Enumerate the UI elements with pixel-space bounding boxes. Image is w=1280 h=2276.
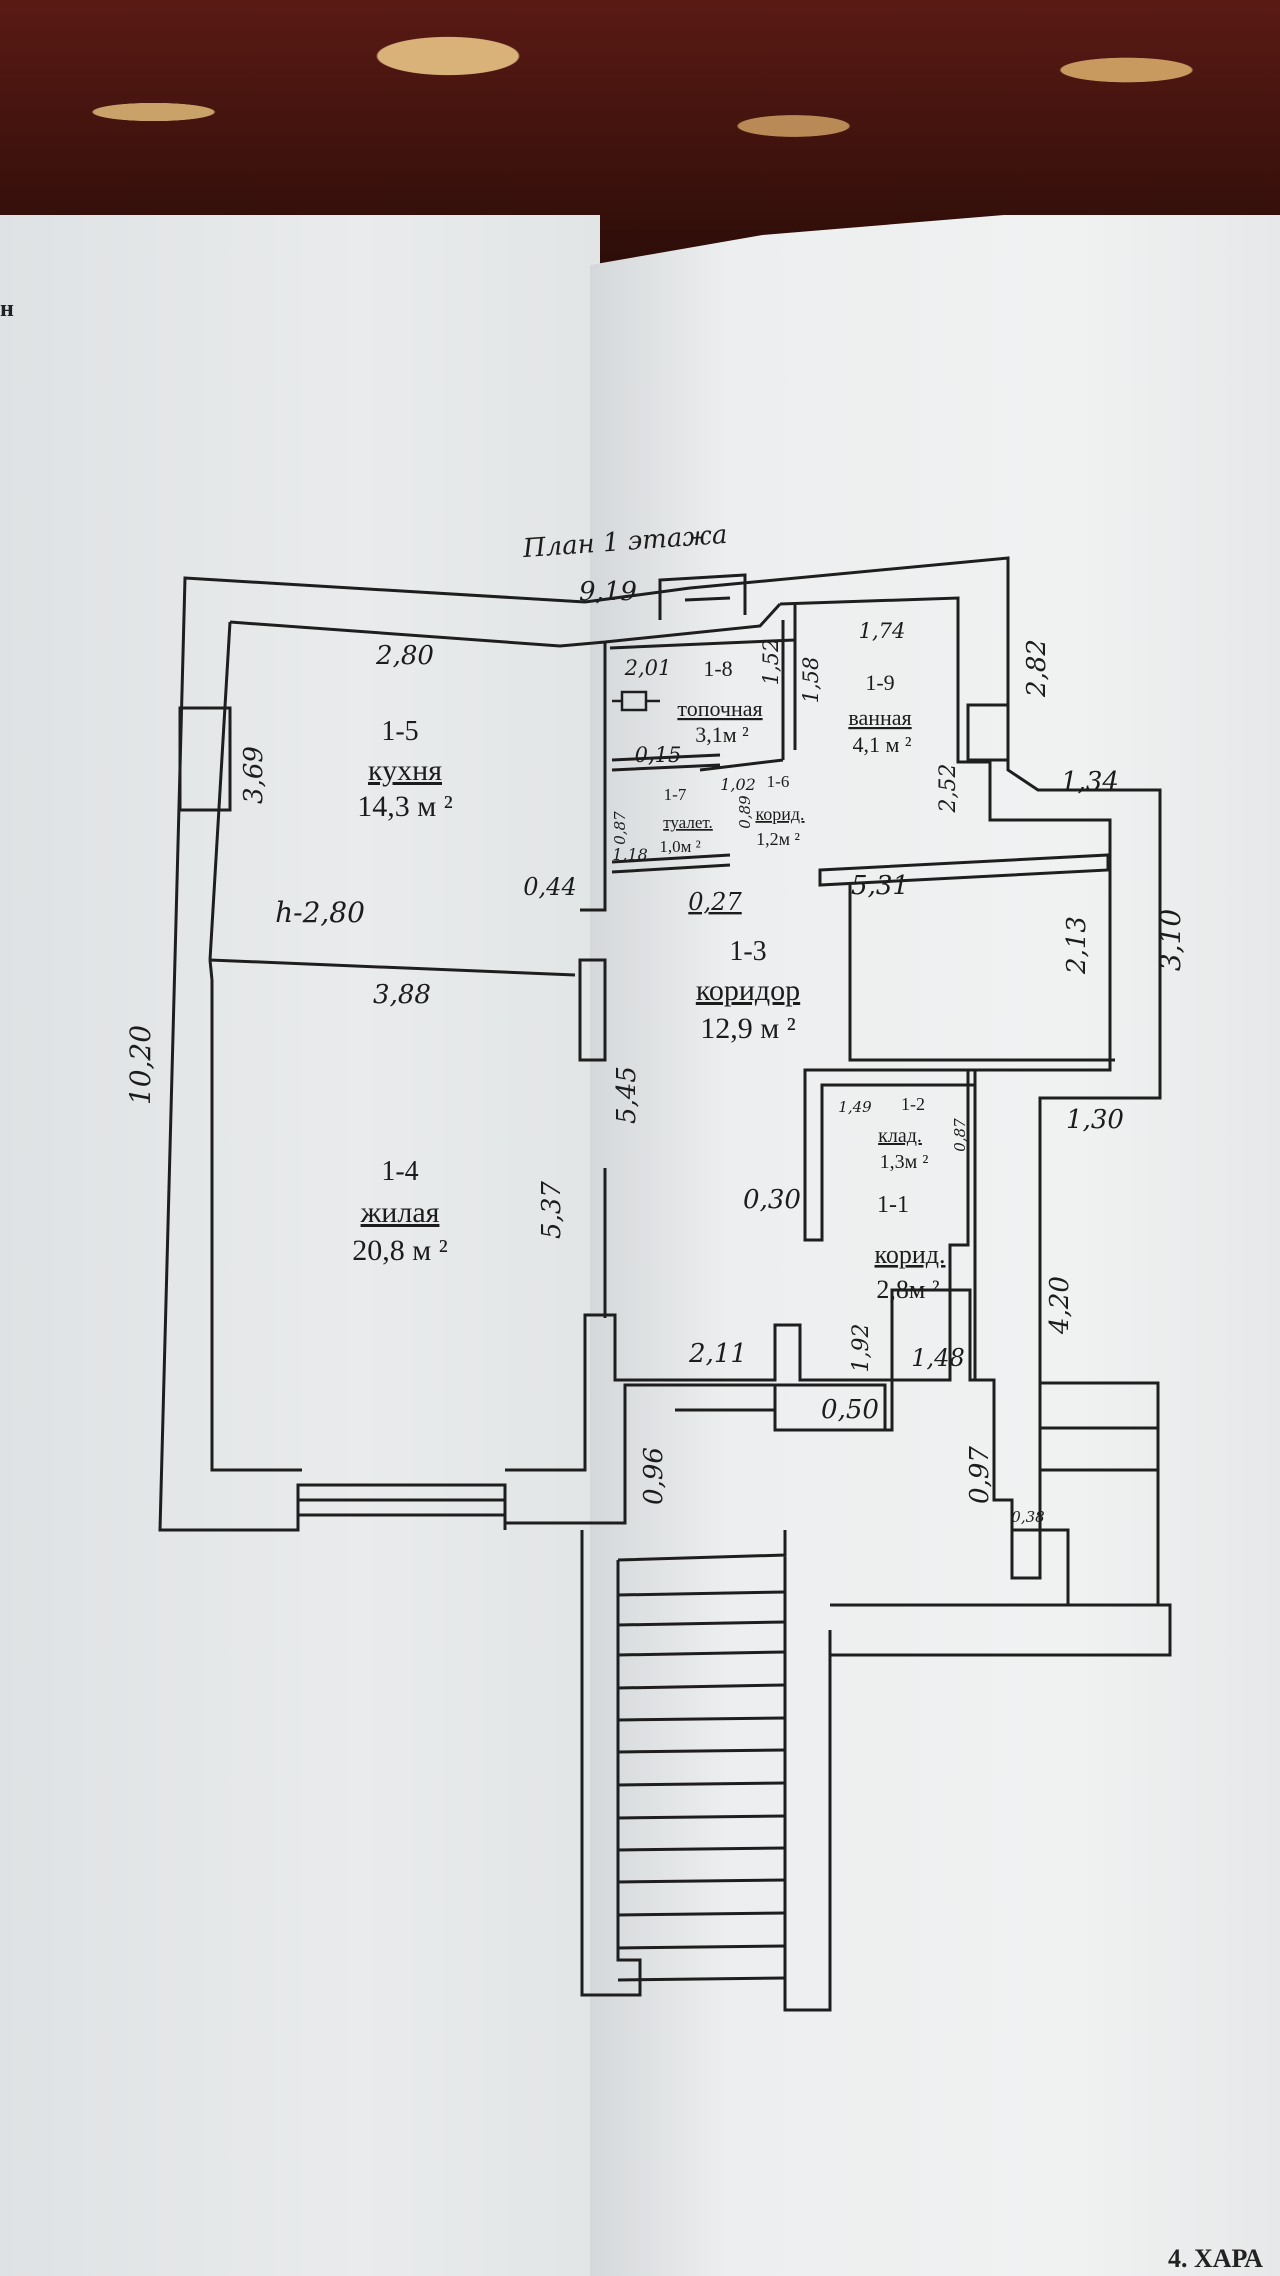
room-1-1-area: 2,8м ² bbox=[876, 1275, 939, 1304]
room-1-2-id: 1-2 bbox=[901, 1094, 925, 1114]
dim-label: 2,80 bbox=[375, 641, 434, 671]
room-1-4-id: 1-4 bbox=[381, 1156, 418, 1187]
room-1-7-name: туалет. bbox=[663, 813, 713, 832]
dim-label: 0,87 bbox=[951, 1118, 969, 1152]
ceiling-height-note: h-2,80 bbox=[275, 896, 365, 929]
plan-title: План 1 этажа bbox=[521, 520, 728, 564]
room-1-1-id: 1-1 bbox=[877, 1192, 909, 1218]
dim-label: 2,11 bbox=[688, 1339, 747, 1369]
dim-label: 0,15 bbox=[635, 743, 682, 767]
dim-label: 2,13 bbox=[1062, 916, 1092, 975]
room-1-6-name: корид. bbox=[755, 804, 804, 824]
dim-label: 5,45 bbox=[612, 1066, 642, 1124]
dim-label: 1,34 bbox=[1061, 767, 1119, 797]
room-1-8-name: топочная bbox=[677, 696, 762, 721]
room-1-4-area: 20,8 м ² bbox=[352, 1234, 447, 1267]
corner-letter: н bbox=[0, 296, 14, 322]
room-1-7-area: 1,0м ² bbox=[659, 837, 700, 856]
boiler-symbol bbox=[612, 690, 660, 712]
dim-label: 1,30 bbox=[1066, 1105, 1124, 1135]
room-labels: 1-5 кухня 14,3 м ² 1-4 жилая 20,8 м ² 1-… bbox=[275, 520, 945, 1304]
dim-label: 1,58 bbox=[799, 657, 823, 704]
dim-label: 1,49 bbox=[838, 1098, 872, 1116]
room-1-5-area: 14,3 м ² bbox=[357, 790, 452, 823]
room-1-1-name: корид. bbox=[875, 1240, 946, 1269]
walls bbox=[158, 556, 1162, 1580]
dim-label: 0,38 bbox=[1011, 1508, 1044, 1526]
dim-label: 1,48 bbox=[911, 1344, 964, 1372]
dim-label: 10,20 bbox=[124, 1025, 157, 1105]
dim-label: 3,88 bbox=[373, 980, 431, 1010]
dim-label: 0,44 bbox=[523, 873, 576, 901]
dim-label: 2,01 bbox=[624, 656, 672, 680]
dim-label: 1,18 bbox=[612, 845, 648, 864]
entrance-stairs bbox=[580, 1381, 1172, 2012]
dim-label: 1,74 bbox=[859, 619, 906, 643]
room-1-3-id: 1-3 bbox=[729, 936, 766, 967]
paper-right-page bbox=[590, 215, 1280, 2276]
room-1-4-name: жилая bbox=[360, 1196, 440, 1229]
room-1-3-area: 12,9 м ² bbox=[700, 1012, 795, 1045]
dim-label: 1,52 bbox=[759, 639, 783, 686]
dim-label: 0,27 bbox=[688, 888, 742, 916]
room-1-9-area: 4,1 м ² bbox=[852, 732, 911, 757]
dim-label: 2,82 bbox=[1022, 639, 1052, 698]
dim-label: 2,52 bbox=[936, 764, 961, 814]
dim-label: 0,97 bbox=[965, 1446, 995, 1504]
dim-label: 0,96 bbox=[639, 1447, 669, 1505]
room-1-8-id: 1-8 bbox=[703, 656, 732, 681]
room-1-9-name: ванная bbox=[848, 705, 911, 730]
room-1-5-id: 1-5 bbox=[381, 716, 418, 747]
dim-label: 1,02 bbox=[720, 775, 756, 794]
room-1-6-id: 1-6 bbox=[767, 772, 790, 791]
room-1-6-area: 1,2м ² bbox=[756, 829, 800, 849]
dim-label: 9,19 bbox=[579, 577, 637, 607]
dim-label: 0,89 bbox=[736, 795, 754, 829]
room-1-8-area: 3,1м ² bbox=[695, 722, 749, 747]
dim-label: 1,92 bbox=[849, 1324, 874, 1373]
room-1-2-area: 1,3м ² bbox=[880, 1151, 929, 1173]
dim-label: 3,10 bbox=[1154, 909, 1187, 971]
dim-label: 4,20 bbox=[1045, 1276, 1075, 1335]
paper-left-page bbox=[0, 215, 600, 2276]
room-1-2-name: клад. bbox=[878, 1125, 922, 1147]
dim-label: 0,87 bbox=[611, 811, 629, 845]
section-heading-fragment: 4. ХАРА bbox=[1168, 2244, 1263, 2273]
dim-label: 0,50 bbox=[821, 1395, 879, 1425]
room-1-5-name: кухня bbox=[368, 754, 442, 787]
room-1-3-name: коридор bbox=[696, 974, 800, 1007]
room-1-9-id: 1-9 bbox=[865, 670, 894, 695]
dim-label: 3,69 bbox=[239, 746, 269, 804]
dim-label: 5,37 bbox=[537, 1181, 567, 1239]
dim-label: 5,31 bbox=[851, 871, 909, 901]
dim-label: 0,30 bbox=[743, 1185, 801, 1215]
dimension-labels: 9,19 2,80 3,69 10,20 0,44 3,88 5,37 5,45… bbox=[124, 577, 1187, 1526]
room-1-7-id: 1-7 bbox=[664, 785, 687, 804]
